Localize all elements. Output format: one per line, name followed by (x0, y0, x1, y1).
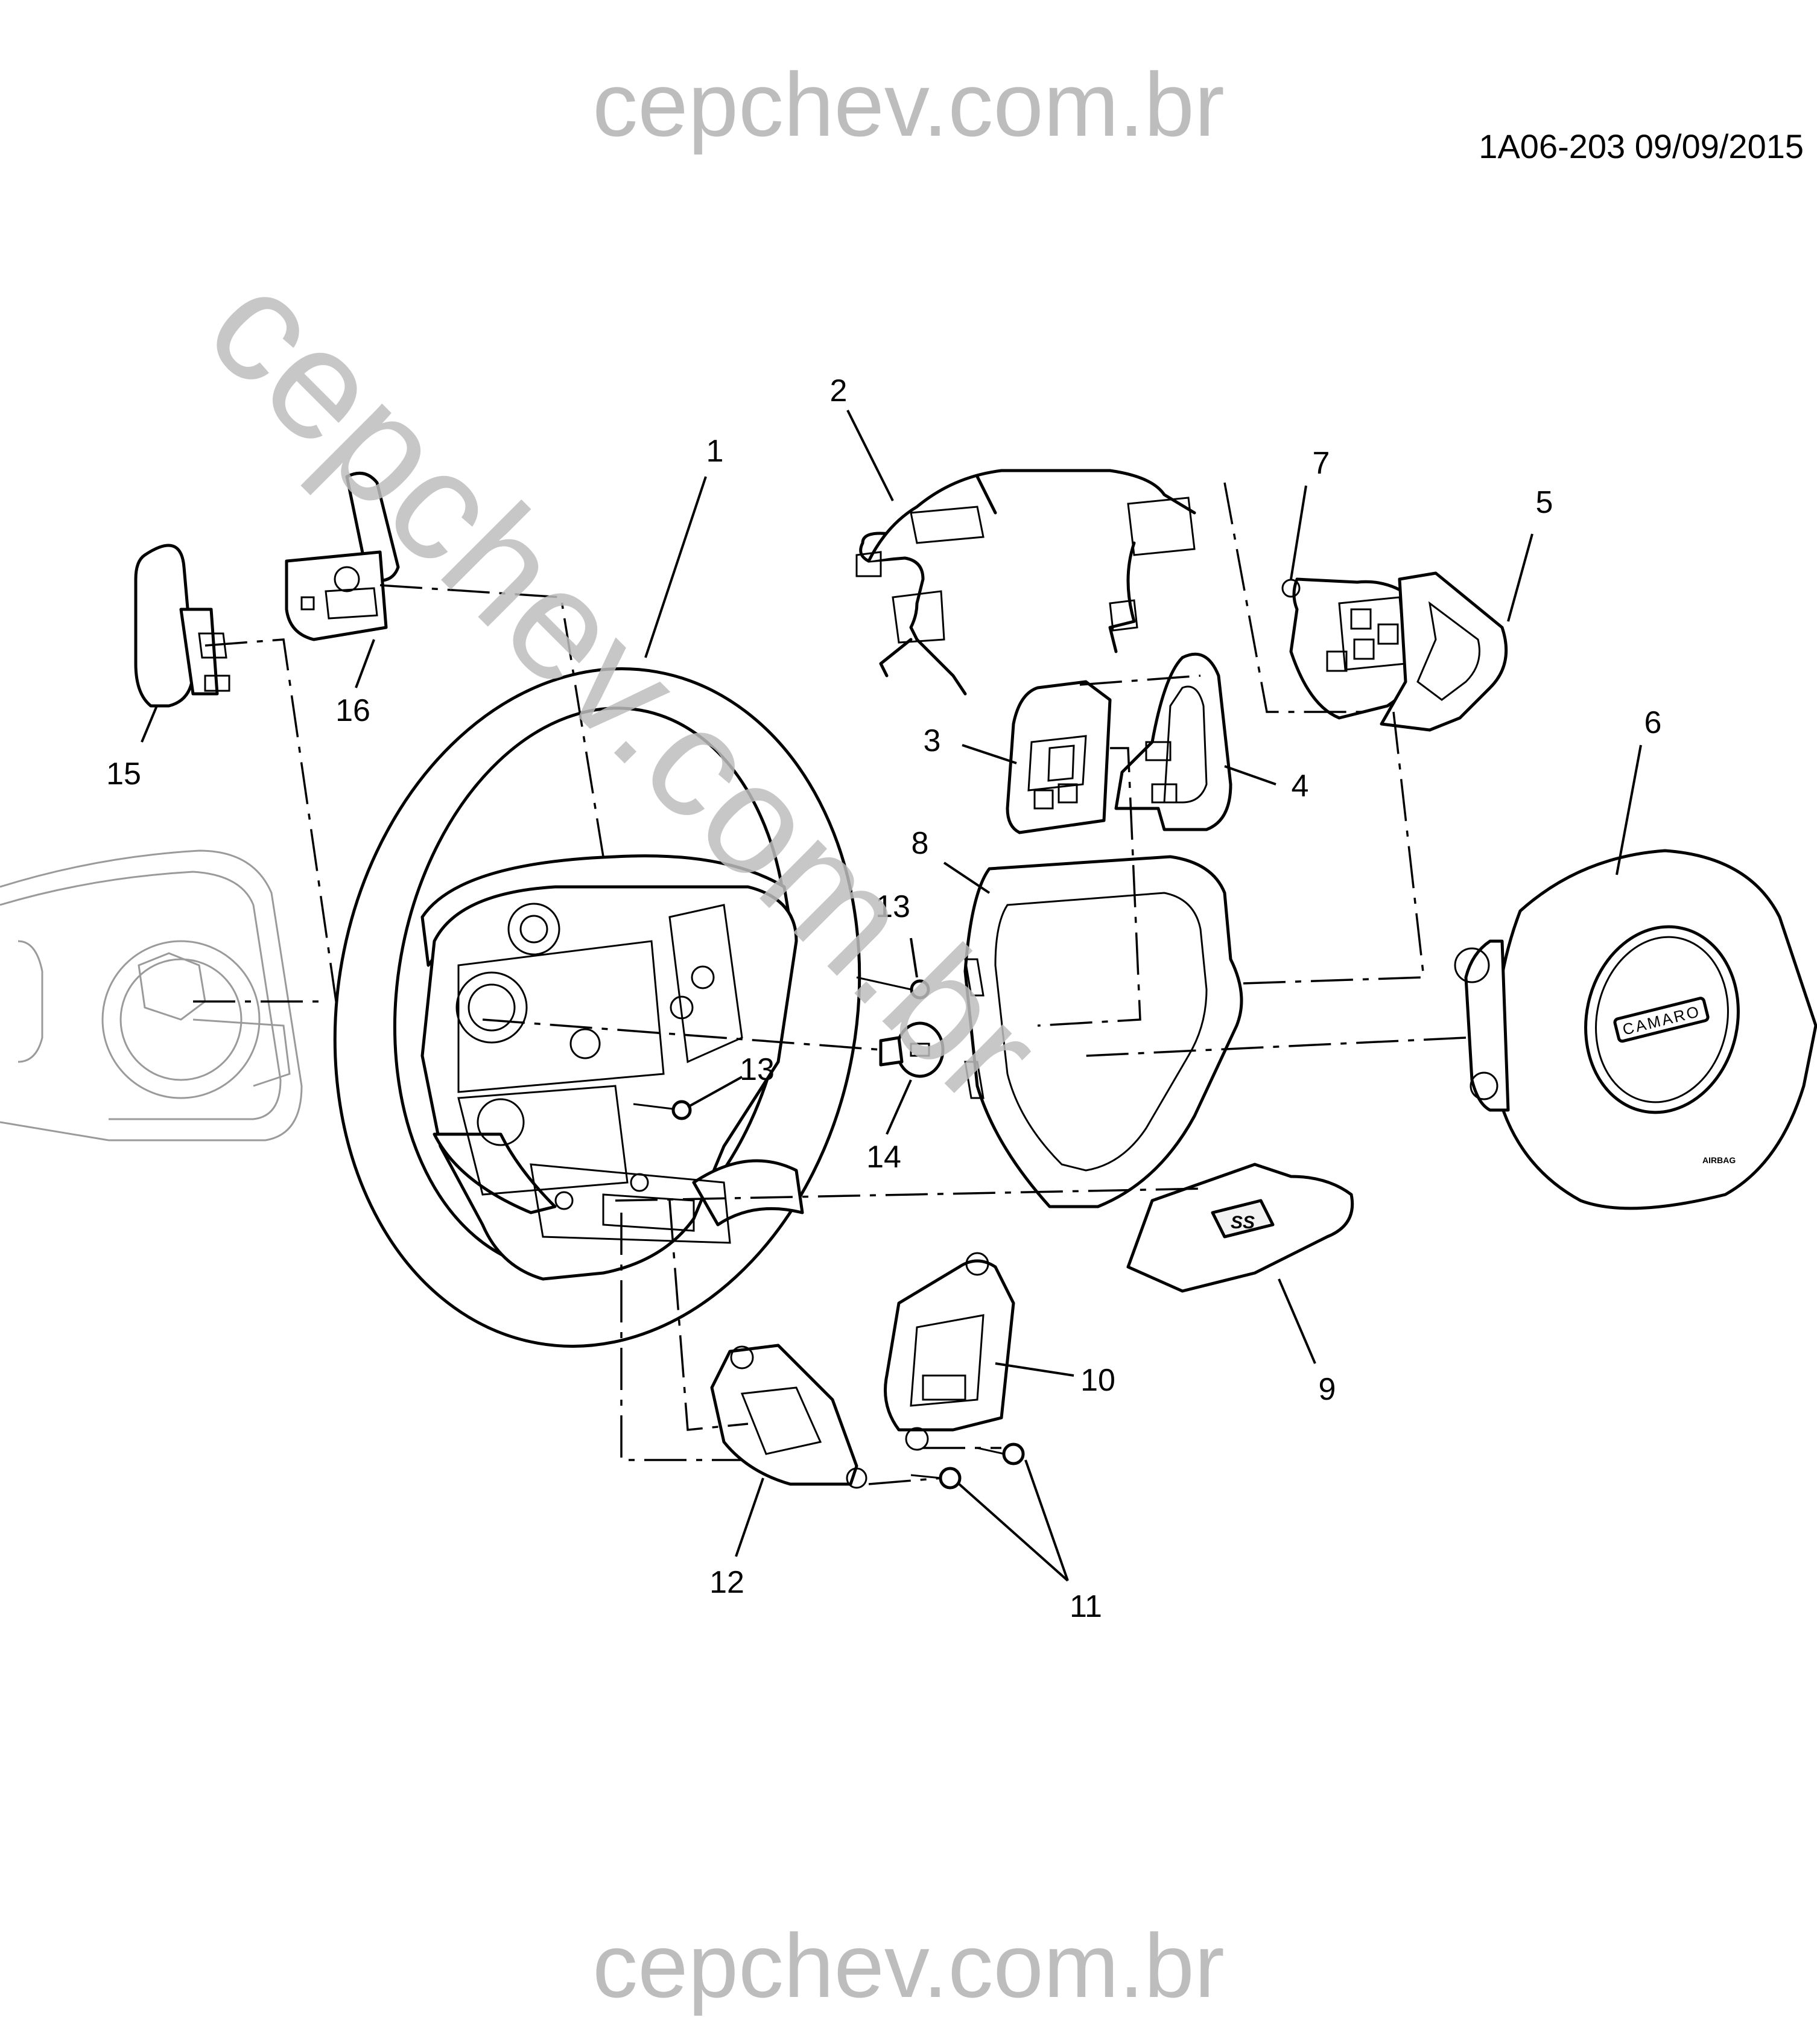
switch-bezel-5 (1380, 571, 1508, 732)
callout-13-lower: 13 (740, 1052, 775, 1087)
callout-13-upper: 13 (875, 889, 910, 924)
bolt-13-lower (633, 1100, 692, 1120)
callout-11: 11 (1070, 1589, 1102, 1624)
callout-5: 5 (1536, 485, 1553, 520)
steering-column-ghost (0, 849, 303, 1141)
callout-12: 12 (709, 1565, 744, 1600)
switch-assembly-3 (1006, 680, 1112, 834)
switch-assembly-12 (710, 1344, 867, 1489)
callout-2: 2 (830, 373, 848, 408)
badge-text: SS (1231, 1213, 1255, 1233)
bolt-14 (879, 1021, 945, 1078)
watermark-bottom: cepchev.com.br (592, 1915, 1225, 2016)
airbag-module-6: CAMARO AIRBAG (1454, 849, 1817, 1210)
switch-bezel-4 (1114, 652, 1232, 831)
callout-4: 4 (1292, 769, 1309, 804)
lower-trim-9: SS (1126, 1163, 1354, 1293)
bolt-13-upper (856, 976, 930, 1000)
callout-3: 3 (924, 723, 941, 758)
callout-14: 14 (866, 1140, 901, 1175)
wiring-harness (855, 469, 1196, 696)
callout-10: 10 (1080, 1363, 1115, 1398)
steering-wheel (333, 667, 861, 1348)
switch-assembly-10 (884, 1252, 1015, 1451)
screws-11 (910, 1443, 1025, 1490)
watermark-top: cepchev.com.br (592, 54, 1225, 155)
alignment-lines (193, 482, 1467, 1485)
callout-9: 9 (1319, 1372, 1336, 1407)
callout-8: 8 (912, 826, 929, 861)
callout-6: 6 (1644, 705, 1662, 740)
callout-1: 1 (706, 434, 724, 469)
paddle-shifter-left (134, 544, 230, 708)
callout-leaders (141, 410, 1642, 1582)
paddle-shifter-right (285, 471, 400, 641)
callout-16: 16 (335, 693, 370, 728)
reference-code: 1A06-203 09/09/2015 (1479, 127, 1804, 165)
airbag-label: AIRBAG (1702, 1155, 1736, 1165)
callout-15: 15 (106, 757, 141, 792)
callout-7: 7 (1313, 446, 1330, 481)
switch-assembly-7 (1281, 577, 1432, 720)
